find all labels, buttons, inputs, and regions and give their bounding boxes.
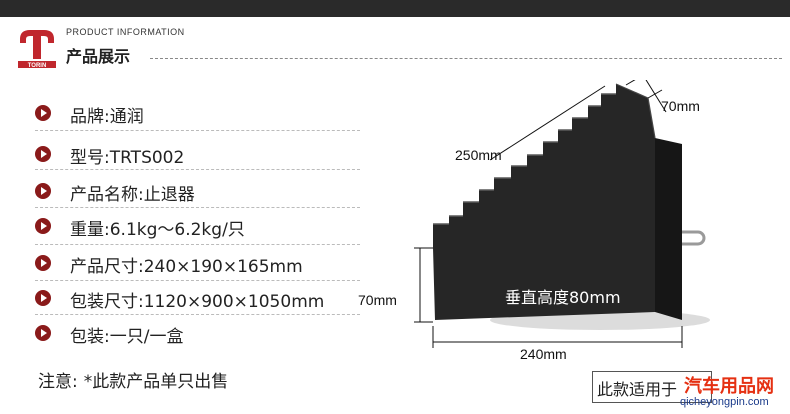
spec-text: 重量:6.1kg～6.2kg/只	[70, 220, 245, 240]
logo-text: TORIN	[28, 63, 47, 69]
row-divider	[35, 130, 360, 131]
wheel-chock-image	[414, 80, 710, 348]
top-bar-line	[0, 17, 790, 19]
spec-row-model: 型号:TRTS002	[0, 143, 360, 168]
note-label: 注意:	[38, 372, 78, 392]
watermark-url: qicheyongpin.com	[680, 396, 769, 408]
spec-text: 品牌:通润	[70, 107, 144, 127]
spec-text: 产品名称:止退器	[70, 185, 195, 205]
play-bullet-icon	[35, 146, 51, 162]
applicability-text: 此款适用于	[597, 380, 678, 399]
top-bar	[0, 0, 790, 17]
header-subtitle: PRODUCT INFORMATION	[66, 27, 185, 37]
row-divider	[35, 244, 360, 245]
spec-row-product-size: 产品尺寸:240×190×165mm	[0, 252, 360, 277]
play-bullet-icon	[35, 183, 51, 199]
row-divider	[35, 207, 360, 208]
dimension-base-length: 240mm	[520, 346, 567, 362]
spec-row-packaging: 包装:一只/一盒	[0, 322, 360, 347]
spec-text: 包装:一只/一盒	[70, 327, 184, 347]
row-divider	[35, 169, 360, 170]
spec-text: 产品尺寸:240×190×165mm	[70, 257, 303, 277]
row-divider	[35, 280, 360, 281]
applicability-box: 此款适用于	[592, 371, 712, 403]
note: 注意:*此款产品单只出售	[38, 367, 228, 392]
spec-text: 包装尺寸:1120×900×1050mm	[70, 292, 325, 312]
torin-logo: TORIN	[18, 30, 56, 69]
play-bullet-icon	[35, 325, 51, 341]
page-title: 产品展示	[66, 47, 131, 66]
spec-row-brand: 品牌:通润	[0, 102, 360, 127]
play-bullet-icon	[35, 290, 51, 306]
spec-row-package-size: 包装尺寸:1120×900×1050mm	[0, 287, 360, 312]
watermark-logo: 汽车用品网	[684, 376, 774, 397]
play-bullet-icon	[35, 218, 51, 234]
dimension-slope-length: 250mm	[455, 147, 502, 163]
header-divider	[150, 58, 782, 59]
dimension-vertical-height: 垂直高度80mm	[505, 288, 621, 307]
row-divider	[35, 314, 360, 315]
play-bullet-icon	[35, 255, 51, 271]
note-text: *此款产品单只出售	[83, 372, 229, 392]
spec-text: 型号:TRTS002	[70, 148, 185, 168]
spec-row-weight: 重量:6.1kg～6.2kg/只	[0, 215, 360, 240]
dimension-left-height: 70mm	[358, 292, 397, 308]
dimension-top-width: 70mm	[661, 98, 700, 114]
spec-row-product-name: 产品名称:止退器	[0, 180, 360, 205]
play-bullet-icon	[35, 105, 51, 121]
